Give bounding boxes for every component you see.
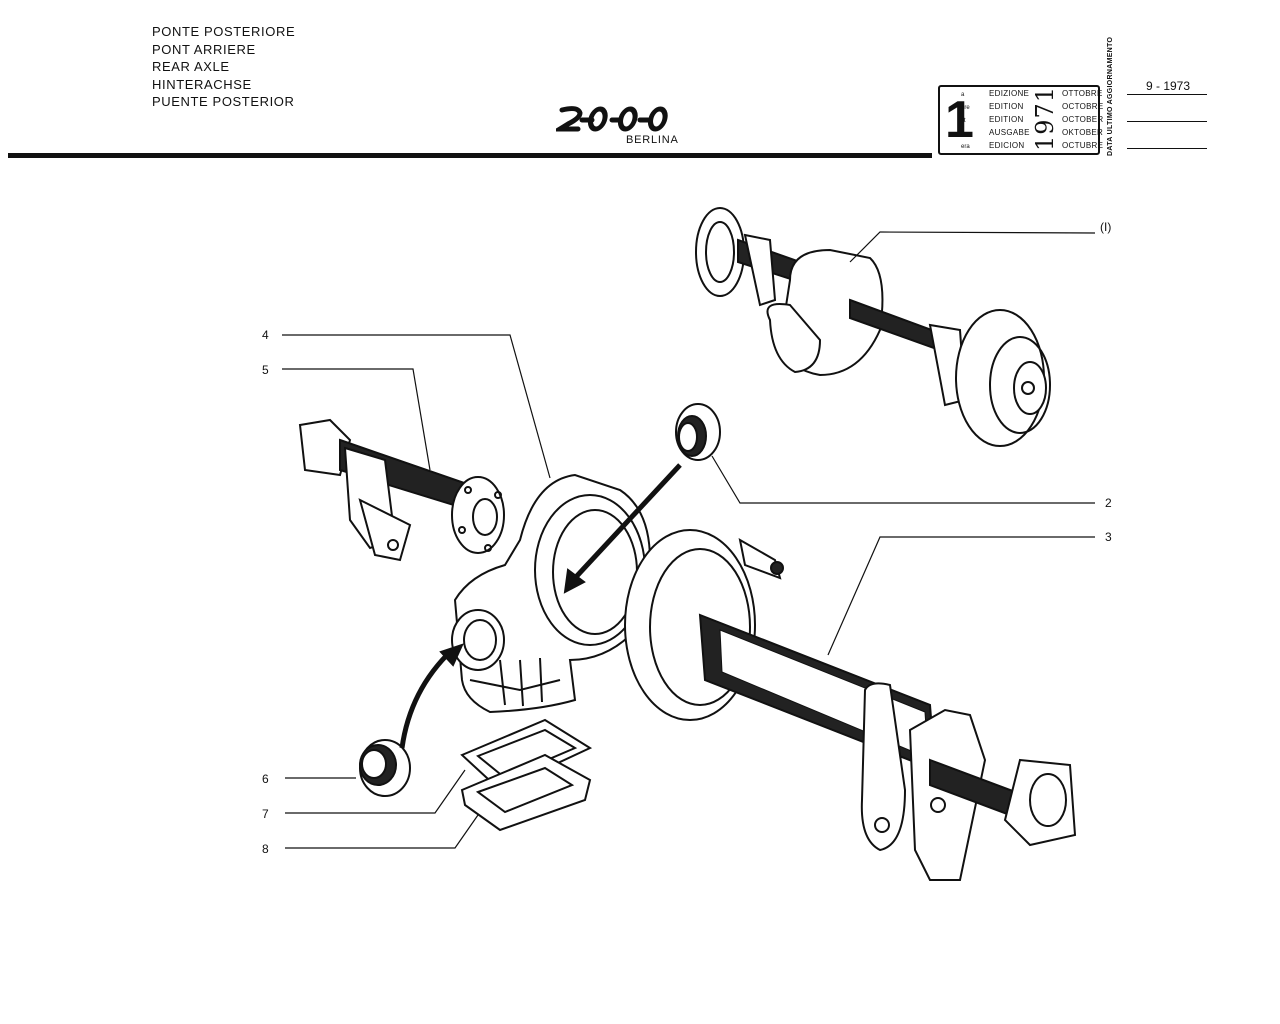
edition-month: OKTOBER <box>1062 128 1104 137</box>
title-spanish: PUENTE POSTERIOR <box>152 94 295 109</box>
edition-sup: . <box>961 131 963 137</box>
title-french: PONT ARRIERE <box>152 41 256 57</box>
callout-2: 2 <box>1105 496 1112 510</box>
title-italian: PONTE POSTERIORE <box>152 24 296 39</box>
cover-plate-illustration <box>460 753 592 832</box>
edition-label: EDIZIONE <box>989 89 1030 98</box>
callout-assembly: (I) <box>1100 220 1112 234</box>
edition-month: OCTOBER <box>1062 115 1104 124</box>
arrow-head <box>563 568 586 594</box>
edition-sup: era <box>961 144 970 150</box>
edition-box: 1 a ère st . era EDIZIONE EDITION EDITIO… <box>938 85 1104 155</box>
edition-label: EDITION <box>989 102 1024 111</box>
callout-8: 8 <box>262 842 269 856</box>
update-date: 9 - 1973 <box>1146 79 1191 93</box>
left-axle-tube-illustration <box>298 418 505 562</box>
header-titles: PONTE POSTERIORE PONT ARRIERE REAR AXLE … <box>152 23 295 111</box>
arrow-head <box>439 643 464 667</box>
model-name: BERLINA <box>626 134 679 146</box>
differential-housing-illustration <box>451 473 652 714</box>
title-german: HINTERACHSE <box>152 76 252 92</box>
callout-6: 6 <box>262 772 269 786</box>
title-english: REAR AXLE <box>152 59 230 74</box>
callout-4: 4 <box>262 328 269 342</box>
edition-label: EDICION <box>989 141 1025 150</box>
assembly-arrow <box>399 463 682 749</box>
leader-lines <box>282 231 1096 849</box>
callout-7: 7 <box>262 807 269 821</box>
update-line <box>1127 121 1207 122</box>
bearing-illustration <box>359 739 411 797</box>
edition-month: OCTOBRE <box>1062 102 1104 111</box>
edition-month: OTTOBRE <box>1062 89 1103 98</box>
update-line <box>1127 94 1207 95</box>
edition-sup: st <box>961 118 966 124</box>
callout-3: 3 <box>1105 530 1112 544</box>
header-rule <box>8 153 932 158</box>
right-axle-tube-illustration <box>624 529 1077 881</box>
edition-label: EDITION <box>989 115 1024 124</box>
callout-5: 5 <box>262 363 269 377</box>
edition-number: 1 <box>945 91 974 149</box>
edition-label: AUSGABE <box>989 128 1030 137</box>
update-line <box>1127 148 1207 149</box>
edition-month: OCTUBRE <box>1062 141 1104 150</box>
edition-sup: a <box>961 92 965 98</box>
model-logo <box>556 106 668 132</box>
bearing-illustration <box>675 403 721 461</box>
assembled-axle-illustration <box>695 207 1051 447</box>
edition-sup: ère <box>961 105 970 111</box>
